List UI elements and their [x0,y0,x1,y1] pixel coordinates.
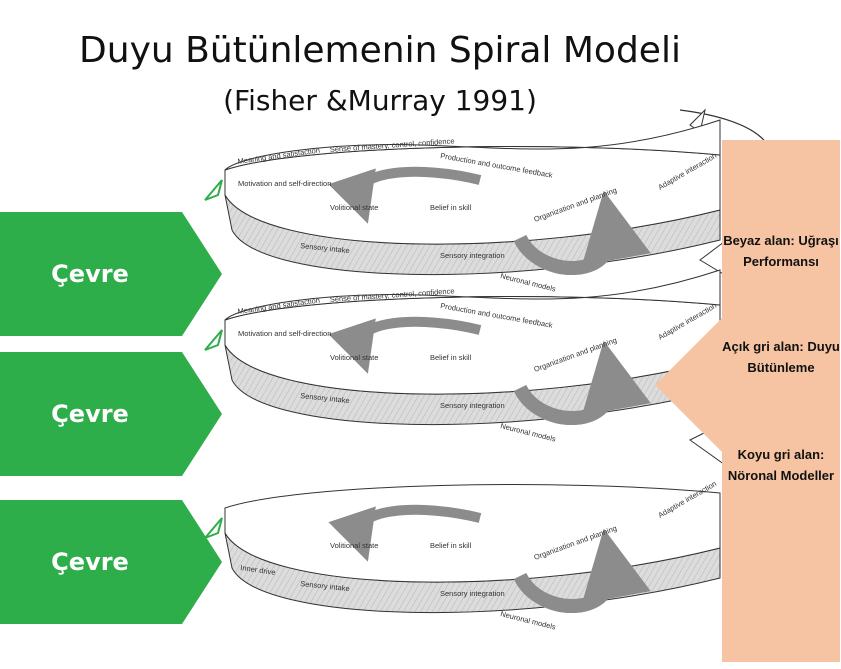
feedback-arrow [328,166,482,224]
arrow-shape [0,352,222,476]
spiral-label: Sensory integration [440,401,505,410]
neuronal-arrow [513,528,651,613]
spiral-label: Volitional state [330,541,378,550]
spiral-top-edge [224,269,721,321]
entry-arrow [204,329,223,351]
environment-arrow-2: Çevre [0,352,222,476]
feedback-arrow [328,316,482,374]
arrow-shape [0,500,222,624]
neuronal-arrow [513,190,651,275]
spiral-top-edge [224,119,721,171]
environment-label: Çevre [51,400,129,428]
spiral-label: Belief in skill [430,203,472,212]
legend-dark-gray-area: Koyu gri alan: Nöronal Modeller [727,447,835,483]
legend-light-gray-area: Açık gri alan: Duyu Bütünleme [722,339,840,375]
arrow-shape [0,212,222,336]
spiral-label: Motivation and self-direction [238,329,331,338]
spiral-label: Belief in skill [430,541,472,550]
environment-label: Çevre [51,548,129,576]
neuronal-arrow [513,340,651,425]
spiral-label: Volitional state [330,203,378,212]
feedback-arrow [328,504,482,562]
environment-label: Çevre [51,260,129,288]
entry-arrow [204,517,223,539]
page-subtitle: (Fisher &Murray 1991) [223,84,537,117]
legend-panel: Beyaz alan: Uğraşı Performansı Açık gri … [722,140,840,662]
page-title: Duyu Bütünlemenin Spiral Modeli [79,30,681,71]
spiral-label: Belief in skill [430,353,472,362]
environment-arrow-3: Çevre [0,500,222,624]
legend-white-area: Beyaz alan: Uğraşı Performansı [723,233,839,269]
spiral-label: Motivation and self-direction [238,179,331,188]
spiral-label: Volitional state [330,353,378,362]
spiral-label: Sensory integration [440,589,505,598]
environment-arrow-1: Çevre [0,212,222,336]
entry-arrow [204,179,223,201]
spiral-label: Sensory integration [440,251,505,260]
